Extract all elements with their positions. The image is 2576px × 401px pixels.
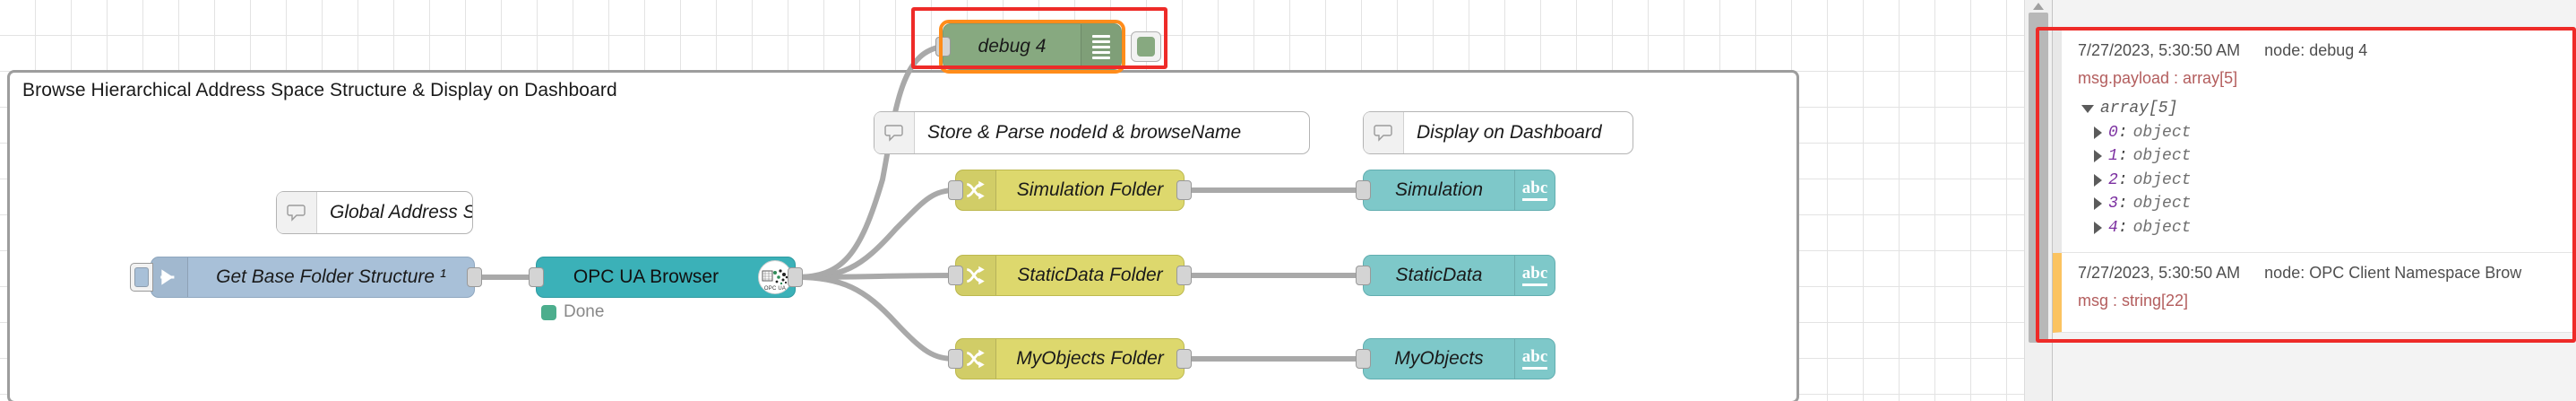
chevron-right-icon[interactable] <box>2094 173 2102 187</box>
node-label: OPC UA Browser <box>573 266 719 287</box>
tree-row[interactable]: 3 : object <box>2094 192 2563 216</box>
flow-canvas[interactable]: Browse Hierarchical Address Space Struct… <box>0 0 2052 401</box>
node-output-port[interactable] <box>1176 180 1192 200</box>
tree-row[interactable]: 4 : object <box>2094 216 2563 240</box>
inject-trigger-button[interactable] <box>130 263 153 292</box>
debug-message-header: 7/27/2023, 5:30:50 AM node: debug 4 <box>2078 41 2563 60</box>
tree-item-key: 1 <box>2108 147 2118 165</box>
abc-text-icon: abc <box>1514 170 1555 210</box>
scrollbar-thumb[interactable] <box>2029 13 2048 343</box>
comment-bubble-icon <box>874 112 915 153</box>
debug-node-reference: node: debug 4 <box>2264 41 2368 59</box>
tree-item-value: object <box>2132 123 2192 142</box>
tree-row[interactable]: 2 : object <box>2094 169 2563 193</box>
node-label: debug 4 <box>978 36 1047 57</box>
node-input-port[interactable] <box>935 37 951 57</box>
node-label: MyObjects Folder <box>1016 348 1164 369</box>
tree-item-key: 3 <box>2108 195 2118 213</box>
abc-text-icon: abc <box>1514 339 1555 379</box>
tree-item-key: 4 <box>2108 218 2118 237</box>
chevron-right-icon[interactable] <box>2094 126 2102 139</box>
scroll-up-arrow-icon[interactable] <box>2033 3 2044 10</box>
node-debug-4[interactable]: debug 4 <box>935 23 1122 70</box>
chevron-right-icon[interactable] <box>2094 197 2102 211</box>
node-output-port[interactable] <box>788 267 803 287</box>
debug-timestamp: 7/27/2023, 5:30:50 AM <box>2078 41 2241 59</box>
tree-row-root[interactable]: array[5] <box>2081 97 2563 121</box>
debug-message-item[interactable]: 7/27/2023, 5:30:50 AM node: debug 4 msg.… <box>2053 31 2576 253</box>
node-label: Display on Dashboard <box>1417 122 1602 143</box>
tree-item-key: 2 <box>2108 170 2118 189</box>
opc-ua-logo-icon: OPC UA <box>755 257 795 297</box>
tree-item-value: object <box>2132 195 2192 213</box>
tree-item-value: object <box>2132 170 2192 189</box>
tree-item-separator: : <box>2117 170 2128 189</box>
flow-group-title: Browse Hierarchical Address Space Struct… <box>22 80 617 100</box>
node-input-port[interactable] <box>1356 266 1371 285</box>
tree-item-value: object <box>2132 218 2192 237</box>
comment-bubble-icon <box>1364 112 1404 153</box>
debug-lines-icon <box>1081 24 1121 69</box>
node-input-port[interactable] <box>948 266 963 285</box>
tree-item-value: object <box>2132 147 2192 165</box>
node-label: StaticData <box>1395 265 1483 285</box>
node-input-port[interactable] <box>948 349 963 369</box>
node-opcua-browser[interactable]: OPC UA Browser <box>529 257 803 298</box>
inject-arrow-icon <box>151 257 188 297</box>
chevron-down-icon[interactable] <box>2081 104 2094 113</box>
abc-text-icon: abc <box>1514 256 1555 295</box>
node-output-port[interactable] <box>467 267 482 287</box>
node-change-staticdata-folder[interactable]: StaticData Folder <box>948 255 1192 296</box>
node-inject-get-base-folder-structure[interactable]: Get Base Folder Structure ¹ <box>130 257 482 298</box>
node-label: StaticData Folder <box>1017 265 1163 285</box>
node-label: MyObjects <box>1394 348 1484 369</box>
tree-row[interactable]: 0 : object <box>2094 121 2563 145</box>
debug-timestamp: 7/27/2023, 5:30:50 AM <box>2078 264 2241 282</box>
node-input-port[interactable] <box>529 267 544 287</box>
tree-item-separator: : <box>2117 218 2128 237</box>
debug-message-property: msg : string[22] <box>2078 292 2189 309</box>
node-label: Simulation Folder <box>1016 179 1164 200</box>
node-change-simulation-folder[interactable]: Simulation Folder <box>948 170 1192 211</box>
node-comment-store-parse[interactable]: Store & Parse nodeId & browseName <box>874 111 1310 154</box>
node-input-port[interactable] <box>1356 349 1371 369</box>
tree-root-label: array[5] <box>2100 100 2178 118</box>
status-dot-icon <box>541 304 556 320</box>
debug-message-item[interactable]: 7/27/2023, 5:30:50 AM node: OPC Client N… <box>2053 253 2576 333</box>
node-change-myobjects-folder[interactable]: MyObjects Folder <box>948 338 1192 379</box>
node-input-port[interactable] <box>948 180 963 200</box>
node-comment-global-address-space[interactable]: Global Address Space Folder Browse <box>276 191 473 234</box>
tree-item-separator: : <box>2117 123 2128 142</box>
node-comment-display-on-dashboard[interactable]: Display on Dashboard <box>1363 111 1633 154</box>
debug-object-tree[interactable]: array[5] 0 : object 1 : object 2 <box>2078 97 2563 240</box>
node-status-opcua-browser: Done <box>541 302 604 322</box>
node-label: Simulation <box>1394 179 1484 200</box>
debug-sidebar-panel[interactable]: 7/27/2023, 5:30:50 AM node: debug 4 msg.… <box>2052 0 2576 401</box>
tree-row[interactable]: 1 : object <box>2094 144 2563 169</box>
node-text-simulation[interactable]: Simulation abc <box>1356 170 1555 211</box>
node-label: Store & Parse nodeId & browseName <box>927 122 1242 143</box>
debug-node-enable-toggle[interactable] <box>1131 31 1161 62</box>
comment-bubble-icon <box>277 192 317 233</box>
node-text-staticdata[interactable]: StaticData abc <box>1356 255 1555 296</box>
canvas-vertical-scrollbar[interactable] <box>2024 0 2052 401</box>
node-label: Global Address Space Folder Browse <box>330 202 472 222</box>
debug-node-reference: node: OPC Client Namespace Brow <box>2264 264 2522 282</box>
tree-item-key: 0 <box>2108 123 2118 142</box>
chevron-right-icon[interactable] <box>2094 221 2102 234</box>
node-text-myobjects[interactable]: MyObjects abc <box>1356 338 1555 379</box>
tree-item-separator: : <box>2117 195 2128 213</box>
debug-message-property: msg.payload : array[5] <box>2078 69 2238 87</box>
node-output-port[interactable] <box>1176 349 1192 369</box>
status-label: Done <box>564 302 605 321</box>
node-output-port[interactable] <box>1176 266 1192 285</box>
chevron-right-icon[interactable] <box>2094 150 2102 163</box>
node-input-port[interactable] <box>1356 180 1371 200</box>
node-label: Get Base Folder Structure ¹ <box>216 266 446 287</box>
debug-message-header: 7/27/2023, 5:30:50 AM node: OPC Client N… <box>2078 264 2563 283</box>
tree-item-separator: : <box>2117 147 2128 165</box>
